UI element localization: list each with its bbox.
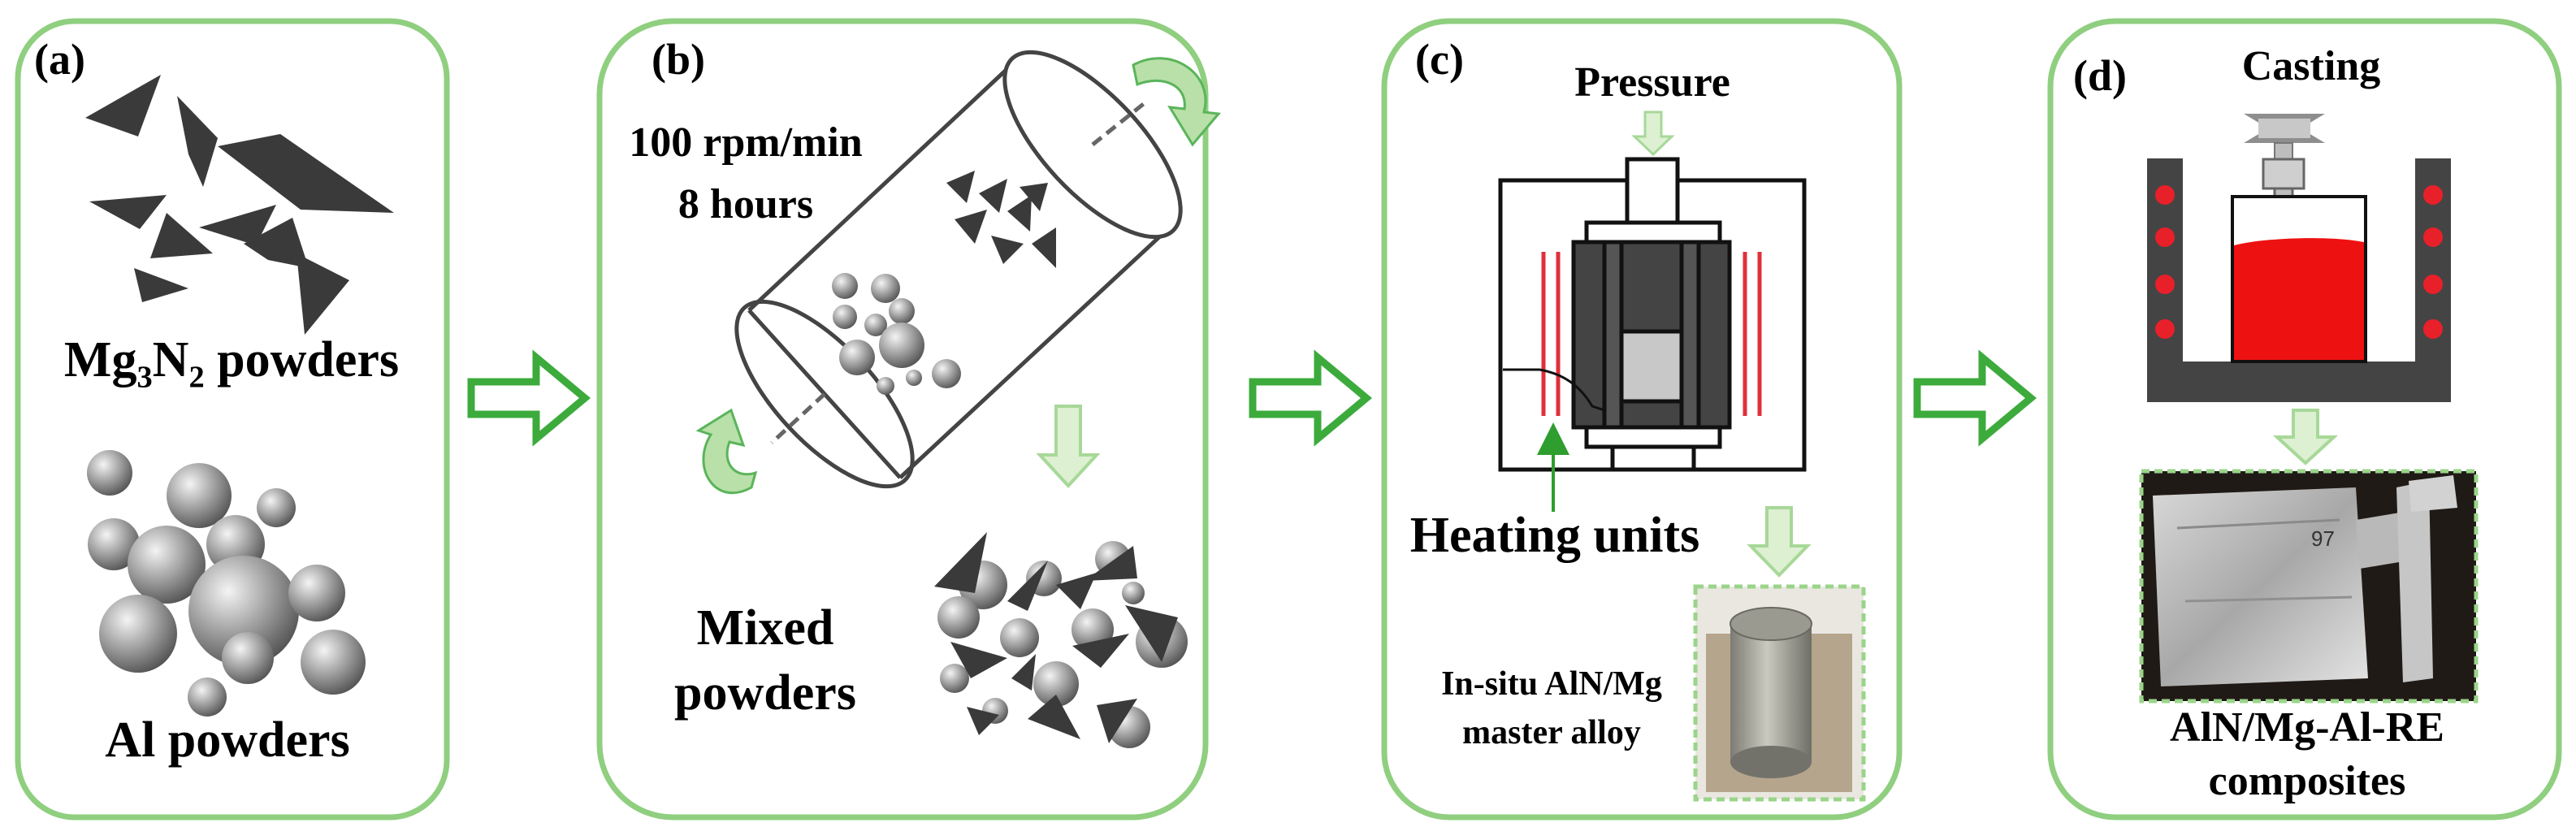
down-arrow-d bbox=[2272, 409, 2339, 465]
master-alloy-label-line1: In-situ AlN/Mg bbox=[1441, 665, 1662, 703]
jar-spheres bbox=[832, 273, 961, 395]
mixed-powders bbox=[934, 532, 1188, 748]
panel-c-frame bbox=[1381, 18, 1903, 821]
step-arrow-a-b bbox=[467, 349, 591, 447]
panel-d-frame bbox=[2047, 18, 2562, 821]
composites-label-line1: AlN/Mg-Al-RE bbox=[2170, 704, 2444, 751]
mg3n2-label: Mg3N2 powders bbox=[63, 331, 400, 393]
heating-units-label: Heating units bbox=[1409, 508, 1700, 563]
panel-b-frame bbox=[596, 18, 1209, 821]
mg3n2-label-sub2: 2 bbox=[188, 360, 205, 395]
composite-photo bbox=[2139, 469, 2479, 704]
panel-a-frame bbox=[15, 18, 450, 821]
rotation-arrows bbox=[695, 57, 1221, 495]
hot-press-furnace bbox=[1498, 157, 1807, 472]
mg3n2-label-base: Mg bbox=[63, 332, 137, 388]
down-arrow-b bbox=[1036, 405, 1101, 488]
ball-mill-jar bbox=[734, 50, 1183, 489]
panel-b-letter: (b) bbox=[652, 35, 705, 84]
heating-units-left bbox=[1541, 252, 1561, 416]
mg3n2-label-sub1: 3 bbox=[136, 360, 153, 395]
composite-photo-mark: 97 bbox=[2311, 526, 2335, 551]
jar-flakes bbox=[946, 171, 1056, 268]
mg3n2-label-mid: N bbox=[152, 332, 189, 388]
master-alloy-photo bbox=[1693, 584, 1866, 802]
mixed-powders-label-line1: Mixed bbox=[696, 600, 834, 656]
casting-label: Casting bbox=[2241, 43, 2381, 89]
step-arrow-c-d bbox=[1913, 349, 2037, 447]
step-arrow-b-c bbox=[1249, 349, 1373, 447]
al-spheres bbox=[87, 450, 366, 717]
mixed-powders-label-line2: powders bbox=[674, 665, 856, 721]
heating-units-right bbox=[1743, 252, 1762, 416]
casting-furnace bbox=[2147, 158, 2451, 402]
pressure-arrow bbox=[1631, 110, 1675, 157]
down-arrow-c bbox=[1747, 506, 1812, 578]
mg3n2-label-rest: powders bbox=[204, 332, 400, 388]
composites-label-line2: composites bbox=[2208, 758, 2406, 804]
pressure-label: Pressure bbox=[1574, 59, 1730, 106]
speed-label: 100 rpm/min bbox=[629, 119, 863, 166]
mg3n2-flakes bbox=[85, 75, 394, 335]
panel-a-letter: (a) bbox=[34, 35, 85, 84]
panel-d-letter: (d) bbox=[2073, 51, 2127, 100]
al-powders-label: Al powders bbox=[105, 712, 350, 768]
panel-c-letter: (c) bbox=[1415, 35, 1464, 84]
master-alloy-label-line2: master alloy bbox=[1462, 714, 1641, 751]
duration-label: 8 hours bbox=[678, 181, 814, 227]
furnace-heaters bbox=[2155, 185, 2443, 339]
thermocouple-wire bbox=[1503, 368, 1605, 412]
